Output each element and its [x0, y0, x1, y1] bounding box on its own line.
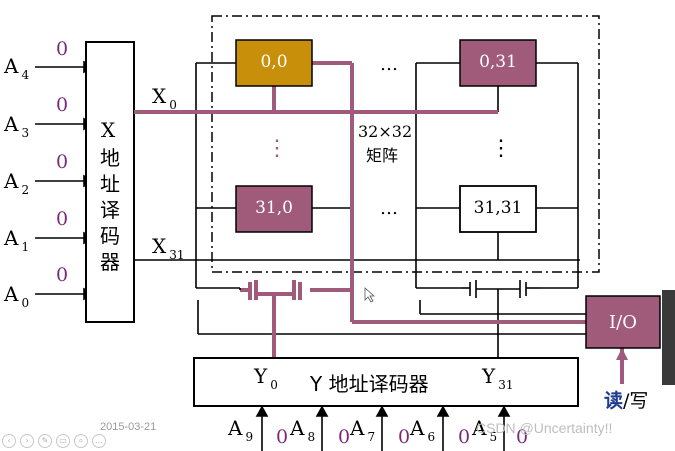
watermark: CSDN @Uncertainty!! — [476, 420, 613, 436]
matrix-size: 32×32 — [358, 122, 413, 141]
cell-0-0-box — [235, 39, 313, 87]
matrix-label: 矩阵 — [366, 146, 399, 165]
cell-31-0-box — [235, 185, 313, 233]
x-decoder-box — [85, 41, 135, 323]
cell-31-0: 31,0 — [255, 198, 293, 218]
read-write-label: 读/写 — [604, 390, 649, 412]
cell-0-31-box — [459, 39, 537, 87]
more-icon[interactable]: … — [92, 434, 106, 448]
x-decoder-char-2: 址 — [100, 172, 120, 196]
x-decoder-char-5: 器 — [100, 250, 120, 274]
cell-wiring — [195, 62, 586, 360]
pen-icon[interactable]: ✎ — [38, 434, 52, 448]
cell-31-31: 31,31 — [473, 198, 523, 218]
next-slide-icon[interactable]: › — [20, 434, 34, 448]
input-a5-value: 0 — [516, 426, 529, 448]
y-decoder-box — [193, 357, 579, 407]
input-a4-value: 0 — [56, 38, 69, 60]
rw-arrow-head — [616, 348, 628, 360]
prev-slide-icon[interactable]: ‹ — [2, 434, 16, 448]
input-a1-value: 0 — [56, 208, 69, 230]
x-decoder-char-4: 码 — [100, 224, 120, 248]
slide-date: 2015-03-21 — [100, 421, 157, 433]
input-a3-value: 0 — [56, 94, 69, 116]
cell-0-0: 0,0 — [260, 52, 288, 72]
hdots-top: … — [380, 54, 398, 75]
x-decoder-label-x: X — [101, 118, 116, 142]
io-label: I/O — [609, 312, 637, 333]
cell-0-31: 0,31 — [479, 52, 517, 72]
vdots-left: ⋮ — [266, 136, 288, 161]
input-a6-value: 0 — [458, 426, 471, 448]
input-a0-value: 0 — [56, 264, 69, 286]
matrix-boundary — [211, 15, 600, 273]
edge-strip — [662, 290, 675, 385]
hdots-bottom: … — [380, 198, 398, 219]
x-decoder-char-3: 译 — [100, 198, 120, 222]
mouse-cursor — [364, 287, 376, 303]
slides-icon[interactable]: ▭ — [56, 434, 70, 448]
x-decoder-char-1: 地 — [100, 146, 120, 170]
zoom-icon[interactable]: ⌕ — [74, 434, 88, 448]
input-a7-value: 0 — [398, 426, 411, 448]
y-decoder-label: Y 地址译码器 — [310, 372, 429, 396]
y-input-arrows — [255, 405, 511, 451]
input-a2-value: 0 — [56, 151, 69, 173]
input-a8-value: 0 — [338, 426, 351, 448]
cell-31-31-box — [459, 185, 537, 233]
selected-path — [134, 61, 624, 384]
vdots-right: ⋮ — [490, 136, 512, 161]
input-a9-value: 0 — [276, 426, 289, 448]
io-box — [585, 295, 661, 349]
